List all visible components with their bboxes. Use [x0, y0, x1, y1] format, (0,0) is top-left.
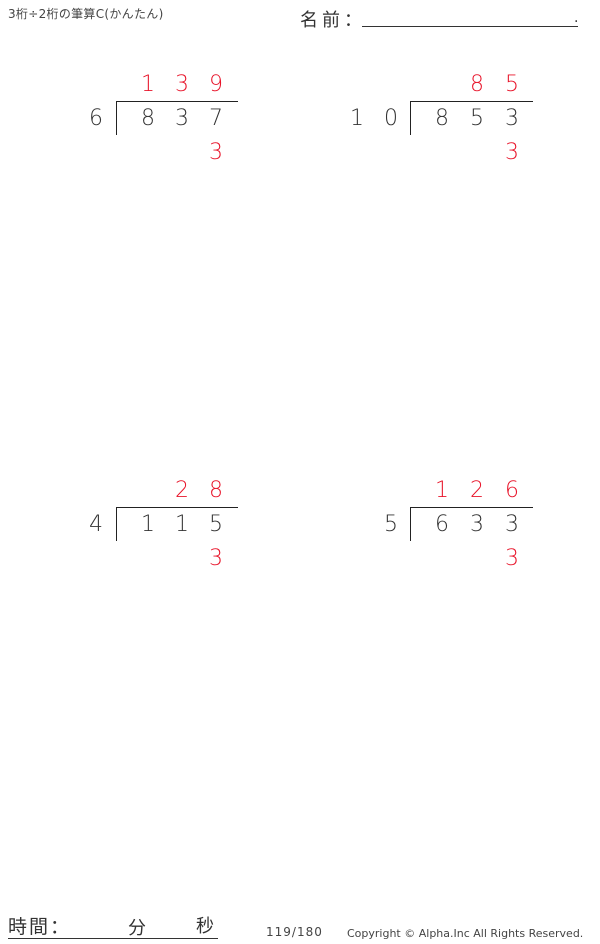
division-bracket-top — [116, 507, 238, 508]
name-end-dot: . — [574, 10, 579, 26]
divisor-digit: 1 — [350, 106, 364, 131]
quotient-digit: 3 — [175, 72, 189, 97]
division-bracket-side — [410, 101, 411, 135]
remainder-digit: 3 — [209, 140, 223, 165]
division-bracket-side — [116, 507, 117, 541]
minutes-label: 分 — [128, 918, 146, 939]
remainder-digit: 3 — [209, 546, 223, 571]
dividend-digit: 3 — [505, 512, 519, 537]
divisor-digit: 5 — [384, 512, 398, 537]
page-number: 119/180 — [266, 925, 323, 939]
dividend-digit: 3 — [505, 106, 519, 131]
quotient-digit: 6 — [505, 478, 519, 503]
name-input-line[interactable] — [362, 26, 578, 27]
dividend-digit: 5 — [209, 512, 223, 537]
time-field[interactable]: 時間： 分 秒 — [8, 912, 218, 939]
name-label: 名前： — [300, 10, 366, 31]
quotient-digit: 1 — [435, 478, 449, 503]
quotient-digit: 5 — [505, 72, 519, 97]
dividend-digit: 1 — [175, 512, 189, 537]
division-bracket-side — [116, 101, 117, 135]
dividend-digit: 1 — [141, 512, 155, 537]
division-bracket-top — [410, 507, 533, 508]
copyright-notice: Copyright © Alpha.Inc All Rights Reserve… — [347, 927, 584, 940]
divisor-digit: 6 — [89, 106, 103, 131]
quotient-digit: 2 — [470, 478, 484, 503]
dividend-digit: 5 — [470, 106, 484, 131]
dividend-digit: 7 — [209, 106, 223, 131]
quotient-digit: 8 — [470, 72, 484, 97]
quotient-digit: 1 — [141, 72, 155, 97]
dividend-digit: 6 — [435, 512, 449, 537]
remainder-digit: 3 — [505, 546, 519, 571]
divisor-digit: 0 — [384, 106, 398, 131]
remainder-digit: 3 — [505, 140, 519, 165]
quotient-digit: 2 — [175, 478, 189, 503]
divisor-digit: 4 — [89, 512, 103, 537]
division-bracket-top — [116, 101, 238, 102]
dividend-digit: 3 — [470, 512, 484, 537]
dividend-digit: 8 — [141, 106, 155, 131]
quotient-digit: 9 — [209, 72, 223, 97]
time-label: 時間： — [8, 916, 72, 938]
dividend-digit: 8 — [435, 106, 449, 131]
worksheet-title: 3桁÷2桁の筆算C(かんたん) — [8, 7, 164, 21]
seconds-label: 秒 — [196, 916, 214, 937]
dividend-digit: 3 — [175, 106, 189, 131]
quotient-digit: 8 — [209, 478, 223, 503]
division-bracket-top — [410, 101, 533, 102]
division-bracket-side — [410, 507, 411, 541]
